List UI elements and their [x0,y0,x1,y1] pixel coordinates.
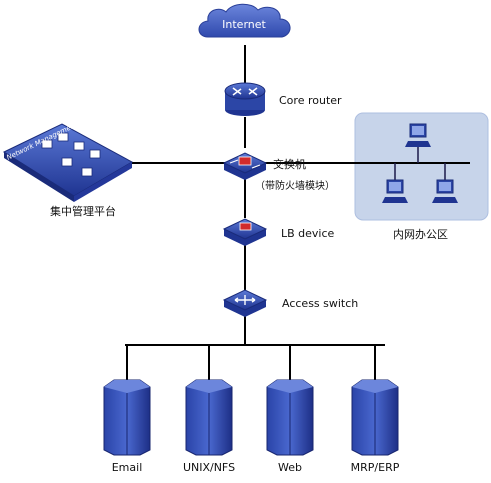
firewall-switch-icon [222,152,268,180]
office-pc-icon [432,179,458,203]
office-pc-icon [382,179,408,203]
core-router-label: Core router [279,94,342,107]
office-lan-wiring [394,147,446,180]
server-mrp-icon [351,379,399,456]
internet-cloud: Internet [198,3,291,38]
office-pc-icon [405,123,431,147]
access-switch-icon [222,289,268,317]
server-label-unix: UNIX/NFS [183,461,235,474]
connection-lines [125,45,470,380]
lb-device-icon [222,218,268,246]
internet-label: Internet [222,18,266,31]
core-router-icon [224,82,266,116]
network-management-icon: Network Management [2,120,134,202]
server-web-icon [266,379,314,456]
access-switch-label: Access switch [282,297,358,310]
server-unix-icon [185,379,233,456]
server-label-mrp: MRP/ERP [351,461,400,474]
firewall-switch-label-line2: （带防火墙模块） [255,179,335,192]
lb-device-label: LB device [281,227,335,240]
server-email-icon [103,379,151,456]
management-label: 集中管理平台 [50,204,116,218]
server-label-web: Web [278,461,302,474]
server-label-email: Email [112,461,143,474]
firewall-switch-label-line1: 交换机 [273,157,306,171]
office-lan-label: 内网办公区 [393,227,448,241]
